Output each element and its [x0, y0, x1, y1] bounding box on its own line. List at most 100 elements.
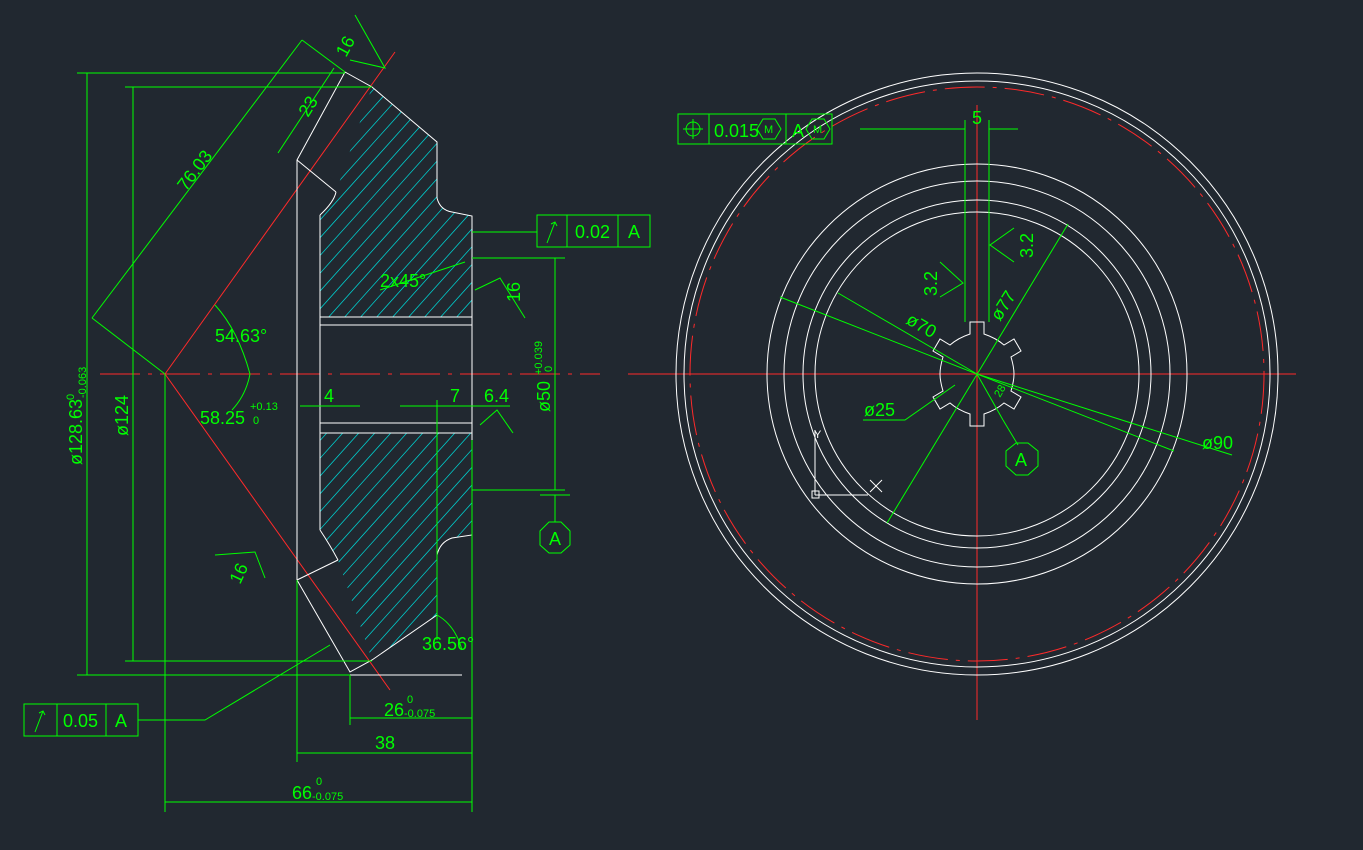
surface-finish-symbols-right [939, 227, 1015, 298]
hatch-line [320, 87, 472, 317]
hatch-line [320, 433, 330, 660]
svg-text:M: M [764, 124, 773, 136]
hatch-line [614, 430, 826, 665]
hatch-line [646, 430, 858, 665]
hatch-line [320, 87, 351, 317]
dim-128-63: ø128.63 [66, 399, 86, 465]
hatch-line [320, 87, 399, 317]
hatch-line [102, 80, 318, 320]
position-icon [683, 119, 703, 139]
hatch-line [598, 430, 810, 665]
hatch-line [373, 433, 472, 660]
hatch-line [566, 80, 782, 320]
mmc-modifier [756, 118, 782, 140]
hatch-line [582, 430, 794, 665]
hatch-line [320, 433, 410, 660]
hatch-line [502, 80, 718, 320]
hatch-line [534, 80, 750, 320]
hatch-line [630, 430, 842, 665]
svg-text:0.015: 0.015 [714, 121, 759, 141]
hatch-line [486, 430, 698, 665]
hatch-line [437, 87, 472, 317]
hatch-line [341, 433, 472, 660]
dim-66: 66 [292, 783, 312, 803]
dim-26-tol-up: 0 [407, 694, 413, 706]
runout-icon [34, 710, 44, 733]
svg-text:Y: Y [814, 429, 822, 441]
dim-128-63-tol-up: 0 [65, 394, 77, 400]
hatch-line [320, 87, 447, 317]
dim-50-tol-lo: 0 [543, 366, 555, 372]
dim-3-2-right: 3.2 [1017, 233, 1037, 258]
svg-text:M: M [813, 124, 822, 136]
hatch-line [421, 87, 472, 317]
centerlines-left [100, 51, 600, 691]
dim-90: ø90 [1202, 433, 1233, 453]
hatch-line [389, 433, 472, 660]
hatch-line [320, 87, 367, 317]
hatch-line [320, 433, 362, 660]
fcf-position: 0.015 M A M [677, 113, 833, 145]
dim-4: 4 [324, 386, 334, 406]
gear-circles [675, 72, 1279, 676]
hatch-line [341, 87, 472, 317]
hatch-line [389, 87, 472, 317]
hatch-line [598, 80, 814, 320]
front-view: 5 3.2 3.2 ø70 ø77 ø25 28 ø90 A 0.015 M A [628, 72, 1296, 720]
mmc-modifier [805, 118, 831, 140]
dimension-lines-right [779, 120, 1233, 524]
dim-66-tol-up: 0 [316, 776, 322, 788]
dim-26: 26 [384, 700, 404, 720]
roughness-16-side: 16 [504, 282, 524, 302]
hatch-line [357, 433, 472, 660]
dim-70: ø70 [903, 309, 940, 342]
gear-outline [296, 71, 473, 676]
hatch-line [320, 433, 472, 660]
hatch-line [320, 87, 472, 317]
hatch-line [54, 80, 270, 320]
hatch-line [0, 430, 202, 665]
dim-124: ø124 [112, 395, 132, 436]
hatch-line [662, 80, 878, 320]
dim-50: ø50 [534, 381, 554, 412]
dim-38: 38 [375, 733, 395, 753]
hatch-line [502, 430, 714, 665]
hatch-line [320, 87, 463, 317]
hatch-line [320, 433, 458, 660]
hatch-line [550, 430, 762, 665]
svg-text:0.02: 0.02 [575, 222, 610, 242]
hatch-line [405, 87, 472, 317]
hatch-line [320, 433, 378, 660]
hatch-line [405, 433, 472, 660]
hatch-line [102, 430, 314, 665]
chamfer-2x45: 2x45° [380, 271, 426, 291]
roughness-16-top: 16 [332, 33, 359, 60]
hatch-line [38, 80, 254, 320]
dim-54-63: 54.63° [215, 326, 267, 346]
datum-a-right: A [1005, 442, 1039, 476]
dim-5: 5 [972, 108, 982, 128]
svg-text:0.05: 0.05 [63, 711, 98, 731]
svg-text:A: A [549, 529, 561, 549]
fcf-runout-upper: 0.02 A [536, 214, 651, 248]
dim-23: 23 [294, 93, 322, 121]
svg-text:A: A [628, 222, 640, 242]
dim-36-56: 36.56° [422, 634, 474, 654]
dim-26-tol-lo: -0.075 [404, 708, 435, 720]
hatch-line [614, 80, 830, 320]
hatch-line [320, 433, 442, 660]
dim-66-tol-lo: -0.075 [312, 791, 343, 803]
svg-text:A: A [115, 711, 127, 731]
hatch-line [566, 430, 778, 665]
hatch-line [662, 430, 874, 665]
dim-50-tol-up: +0.039 [533, 341, 545, 375]
hatch-line [86, 430, 298, 665]
hatch-line [320, 87, 335, 317]
svg-text:A: A [1015, 450, 1027, 470]
hatch-line [320, 433, 426, 660]
hatch-line [437, 433, 472, 660]
hatch-line [534, 430, 746, 665]
hatch-line [325, 433, 472, 660]
hatch-line [518, 80, 734, 320]
